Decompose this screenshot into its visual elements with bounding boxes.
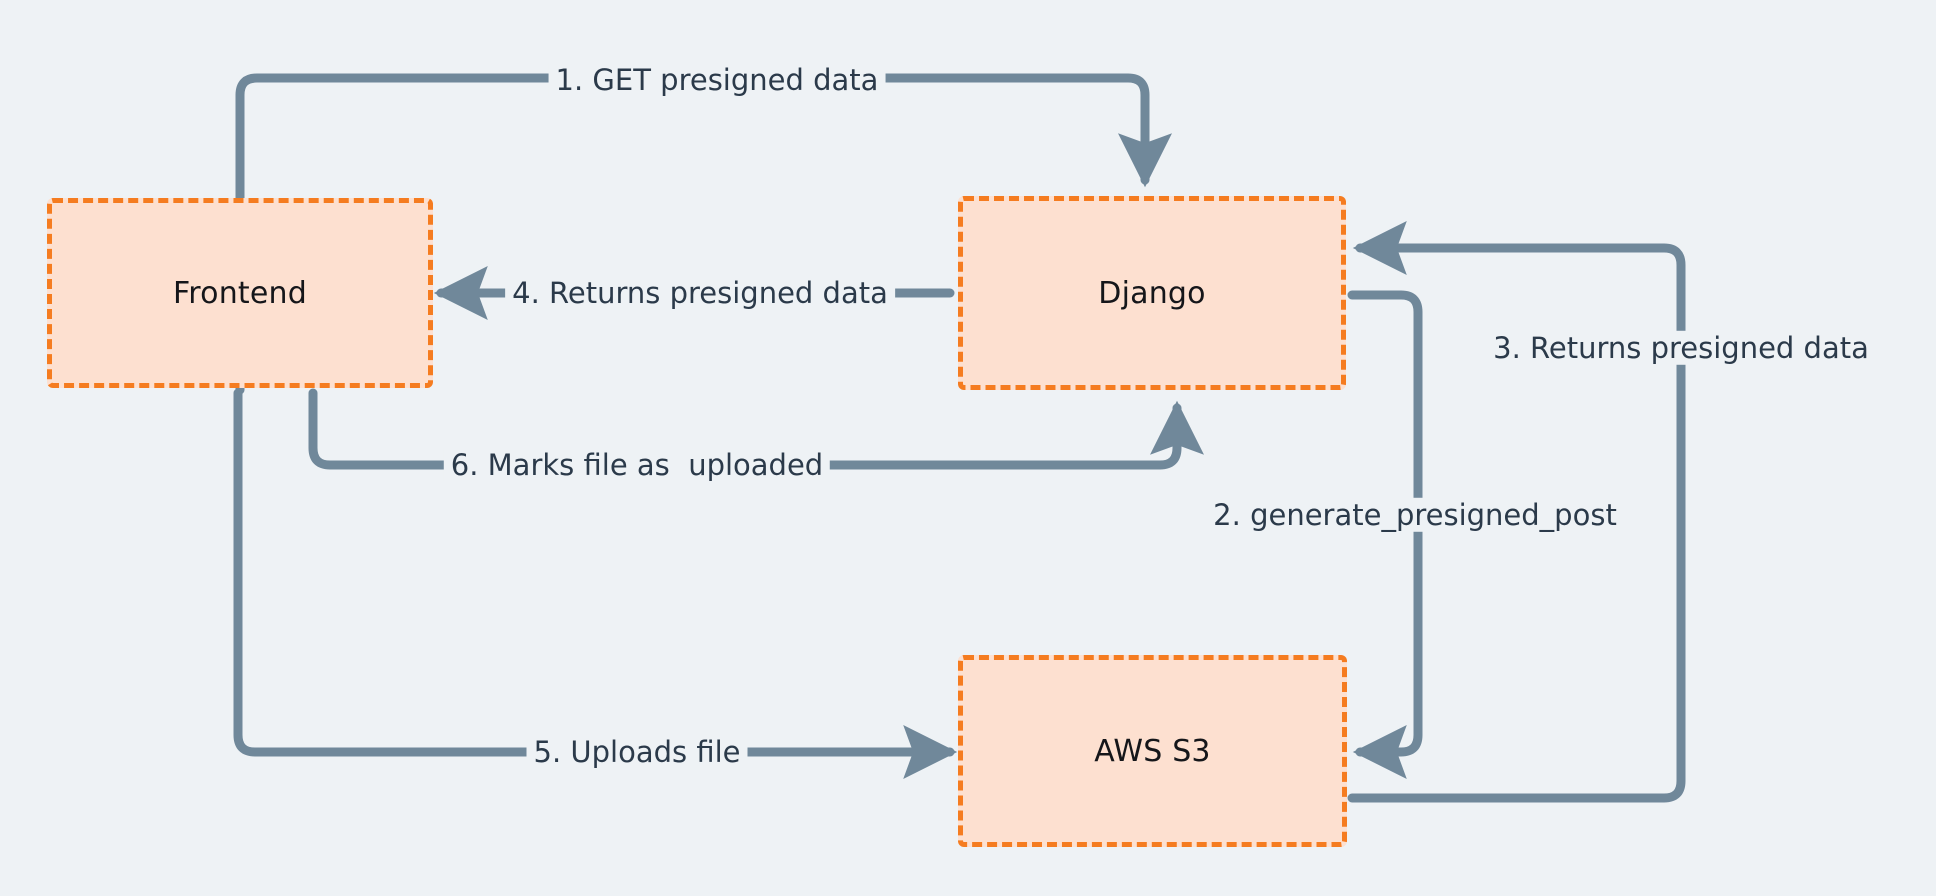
node-frontend[interactable]: Frontend	[47, 198, 433, 388]
edge-3-path	[1347, 221, 1686, 803]
edge-label-3: 3. Returns presigned data	[1486, 330, 1876, 366]
node-django-label: Django	[1098, 275, 1206, 311]
edge-label-4: 4. Returns presigned data	[505, 275, 895, 311]
edge-label-2: 2. generate_presigned_post	[1206, 497, 1624, 533]
edge-label-5: 5. Uploads file	[526, 734, 748, 770]
edge-label-6: 6. Marks file as uploaded	[443, 447, 831, 483]
node-django[interactable]: Django	[958, 196, 1346, 390]
node-aws-s3-label: AWS S3	[1094, 733, 1211, 769]
node-frontend-label: Frontend	[173, 275, 307, 311]
edge-5-path	[233, 388, 958, 779]
node-aws-s3[interactable]: AWS S3	[958, 655, 1347, 847]
edge-label-1: 1. GET presigned data	[548, 62, 886, 98]
